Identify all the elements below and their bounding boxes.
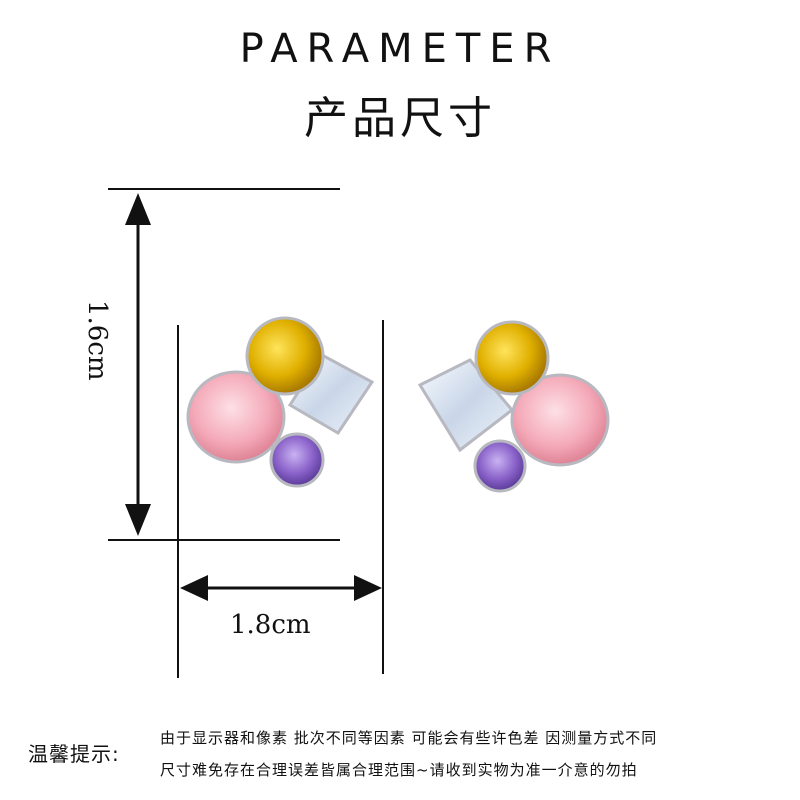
top-guide-line	[108, 188, 340, 190]
right-guide-line	[382, 320, 384, 674]
note-line-1: 由于显示器和像素 批次不同等因素 可能会有些许色差 因测量方式不同	[160, 729, 658, 747]
height-label: 1.6cm	[82, 300, 112, 381]
left-earring	[186, 316, 375, 488]
note-label: 温馨提示:	[28, 742, 120, 766]
title-chinese: 产品尺寸	[304, 93, 496, 144]
width-label: 1.8cm	[230, 610, 311, 640]
note-line-2: 尺寸难免存在合理误差皆属合理范围~请收到实物为准一介意的勿拍	[160, 761, 638, 779]
right-earring	[417, 320, 610, 493]
title-english: PARAMETER	[239, 26, 561, 72]
height-arrow	[125, 193, 151, 536]
bottom-guide-line	[108, 539, 340, 541]
left-guide-line	[177, 325, 179, 678]
width-arrow	[180, 575, 382, 601]
